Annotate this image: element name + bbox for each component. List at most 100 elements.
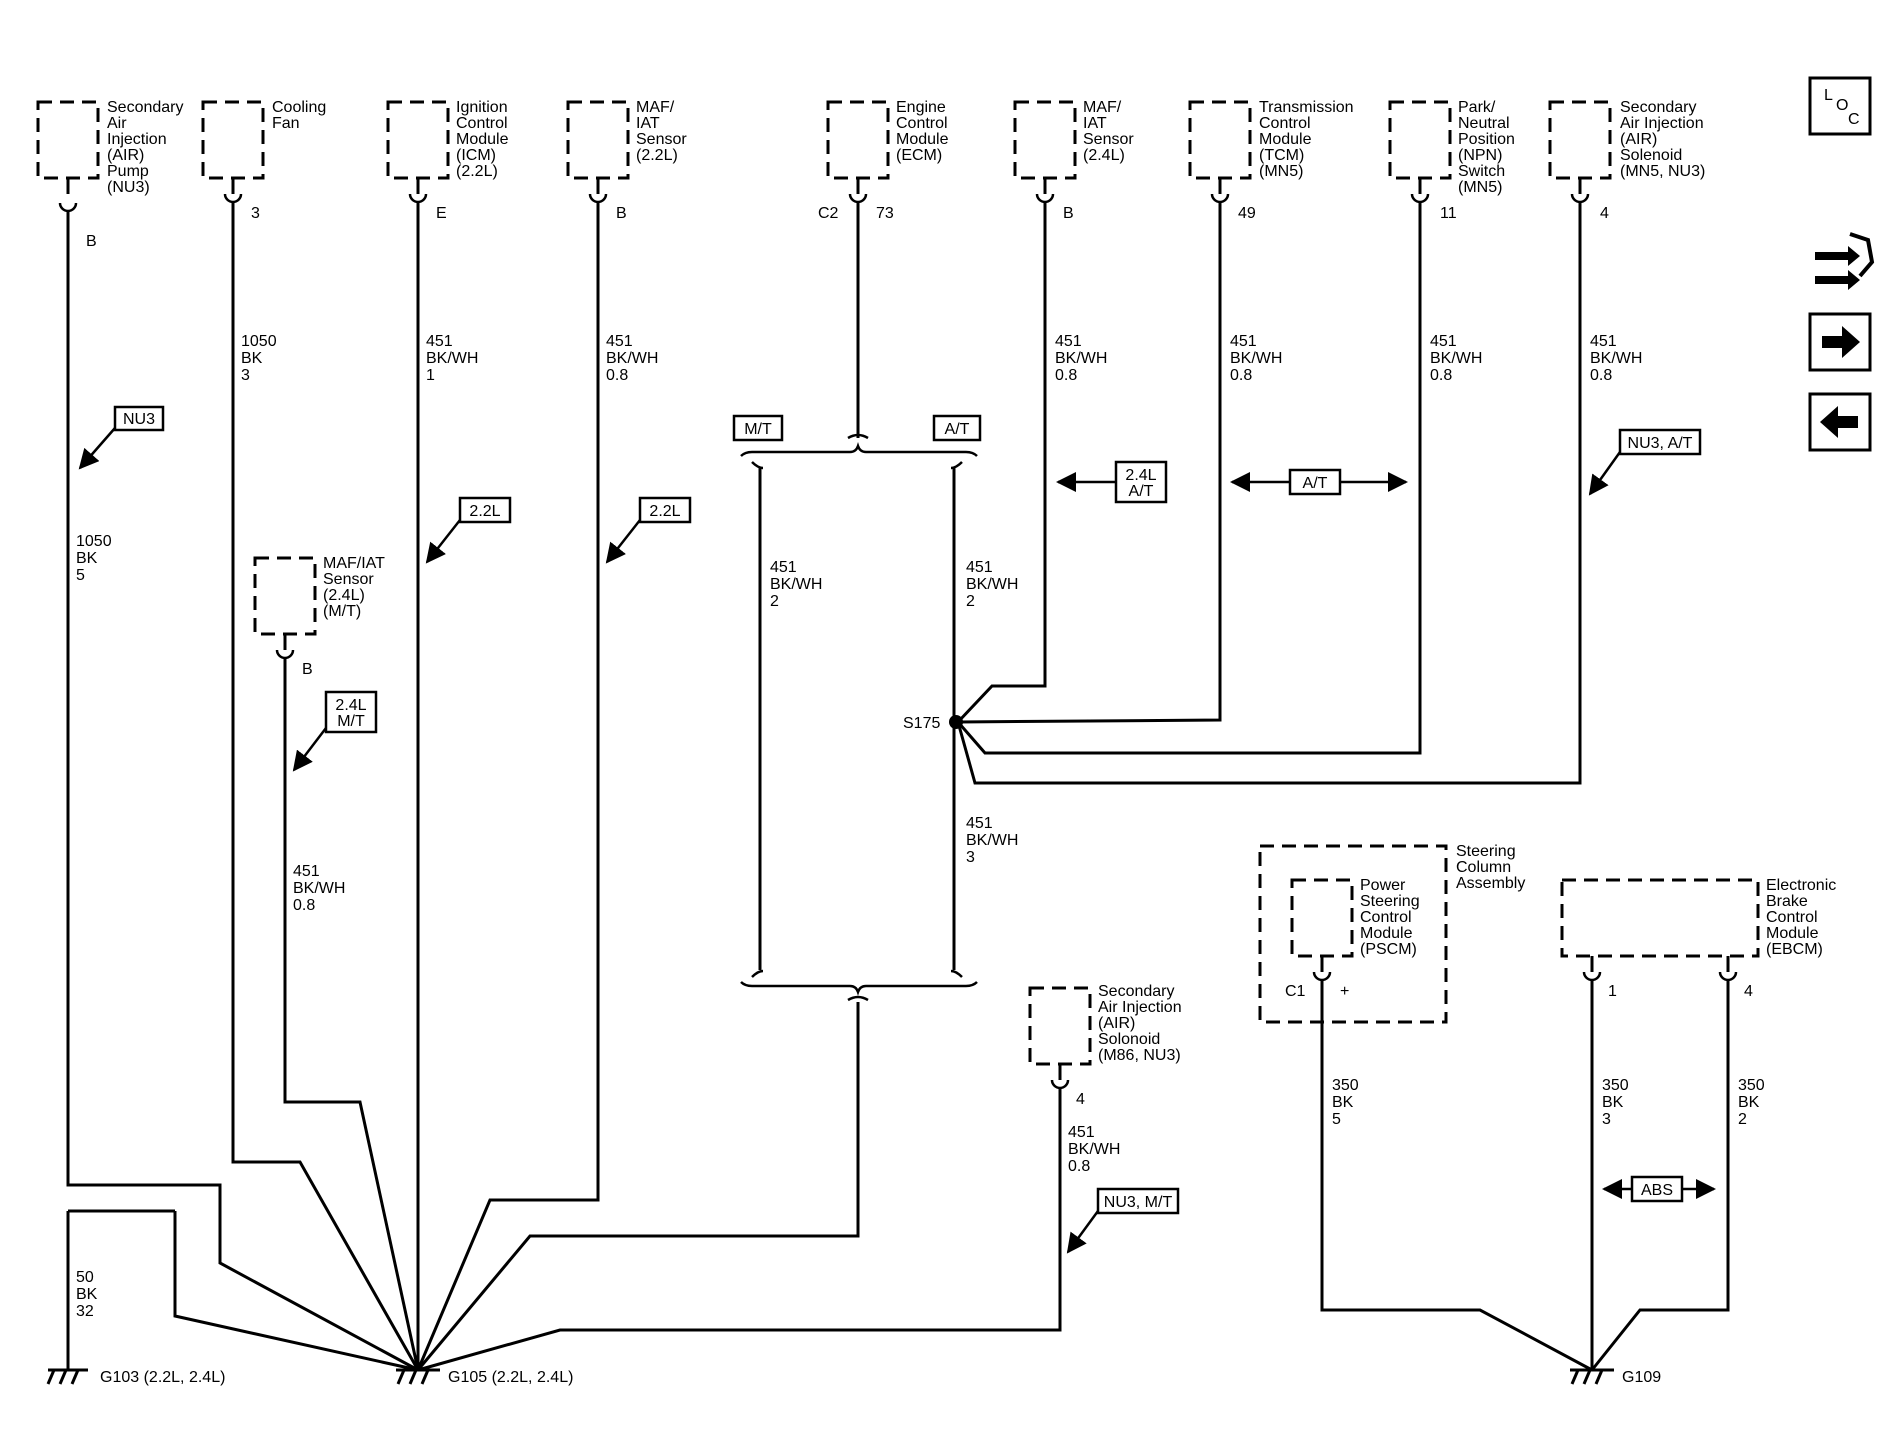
tag-mt: M/T	[732, 414, 784, 442]
wire-npn: 451 BK/WH 0.8	[956, 202, 1487, 755]
maf-24-label: MAF/ IAT Sensor (2.4L)	[1083, 99, 1138, 164]
svg-text:2.2L: 2.2L	[649, 503, 680, 520]
maf-24-component: MAF/ IAT Sensor (2.4L) B	[1013, 99, 1138, 222]
cooling-fan-label: Cooling Fan	[272, 99, 331, 132]
maf-22-pin: B	[616, 205, 627, 222]
svg-text:L: L	[1824, 87, 1833, 104]
tag-abs: ABS	[1602, 1175, 1716, 1203]
npn-component: Park/ Neutral Position (NPN) Switch (MN5…	[1388, 99, 1519, 222]
steering-column-label: Steering Column Assembly	[1456, 843, 1525, 892]
wire-maf-24-label: 451 BK/WH 0.8	[1055, 333, 1112, 384]
tag-nu3: NU3	[78, 405, 165, 470]
air-solenoid-m86-label: Secondary Air Injection (AIR) Solonoid (…	[1098, 983, 1186, 1064]
air-solenoid-m86-pin: 4	[1076, 1091, 1085, 1108]
wire-air-solenoid-m86-label: 451 BK/WH 0.8	[1068, 1124, 1125, 1175]
maf-22-label: MAF/ IAT Sensor (2.2L)	[636, 99, 691, 164]
ground-g105-label: G105 (2.2L, 2.4L)	[448, 1369, 573, 1386]
ground-g105: G105 (2.2L, 2.4L)	[396, 1368, 573, 1386]
arrow-right-icon[interactable]	[1808, 312, 1872, 372]
wire-ecm: 451 BK/WH 2 451 BK/WH 2 451 BK/WH 3	[416, 202, 1023, 1371]
wire-g103-label: 50 BK 32	[76, 1269, 102, 1320]
wire-ebcm-4-label: 350 BK 2	[1738, 1077, 1769, 1128]
air-solenoid-mn5-label: Secondary Air Injection (AIR) Solenoid (…	[1620, 99, 1708, 180]
tag-tcm-at: A/T	[1230, 468, 1408, 496]
arrow-left-icon[interactable]	[1808, 392, 1872, 452]
icm-label: Ignition Control Module (ICM) (2.2L)	[456, 99, 513, 180]
wire-pscm: 350 BK 5	[1320, 980, 1593, 1372]
wire-maf-mt: 451 BK/WH 0.8	[283, 658, 420, 1371]
maf-22-component: MAF/ IAT Sensor (2.2L) B	[566, 99, 691, 222]
svg-text:A/T: A/T	[1303, 475, 1328, 492]
tag-maf-24-at: 2.4L A/T	[1056, 460, 1168, 504]
wire-air-solenoid-mn5: 451 BK/WH 0.8	[956, 202, 1642, 785]
tcm-pin: 49	[1238, 205, 1256, 222]
air-solenoid-m86-component: Secondary Air Injection (AIR) Solonoid (…	[1028, 983, 1186, 1108]
ebcm-pin-1: 1	[1608, 983, 1617, 1000]
ground-g103: G103 (2.2L, 2.4L)	[46, 1368, 225, 1386]
air-solenoid-mn5-pin: 4	[1600, 205, 1609, 222]
wire-maf-mt-label: 451 BK/WH 0.8	[293, 863, 350, 914]
pscm-connector: C1	[1285, 983, 1306, 1000]
pscm-label: Power Steering Control Module (PSCM)	[1360, 877, 1424, 958]
pscm-pin: +	[1340, 983, 1349, 1000]
maf-mt-label: MAF/IAT Sensor (2.4L) (M/T)	[323, 555, 389, 620]
air-pump-pin: B	[86, 233, 97, 250]
tag-nu3-mt: NU3, M/T	[1066, 1187, 1180, 1254]
tcm-label: Transmission Control Module (TCM) (MN5)	[1259, 99, 1358, 180]
tag-maf-22: 2.2L	[605, 496, 692, 564]
icm-component: Ignition Control Module (ICM) (2.2L) E	[386, 99, 513, 222]
ecm-connector: C2	[818, 205, 839, 222]
tcm-component: Transmission Control Module (TCM) (MN5) …	[1188, 99, 1358, 222]
wire-maf-24: 451 BK/WH 0.8	[956, 202, 1112, 724]
svg-text:ABS: ABS	[1641, 1182, 1673, 1199]
tag-nu3-at: NU3, A/T	[1588, 428, 1702, 496]
splice-s175: S175	[903, 715, 963, 732]
wire-cooling-fan: 1050 BK 3	[231, 202, 420, 1371]
steering-column-component: Steering Column Assembly Power Steering …	[1258, 843, 1525, 1024]
maf-mt-component: MAF/IAT Sensor (2.4L) (M/T) B	[253, 555, 389, 678]
cooling-fan-pin: 3	[251, 205, 260, 222]
wire-ebcm-4: 350 BK 2	[1590, 980, 1769, 1371]
svg-text:NU3: NU3	[123, 411, 155, 428]
maf-24-pin: B	[1063, 205, 1074, 222]
wire-icm-label: 451 BK/WH 1	[426, 333, 483, 384]
svg-text:2.4L: 2.4L	[335, 697, 366, 714]
wire-maf-22: 451 BK/WH 0.8	[416, 202, 663, 1371]
wire-cooling-fan-label: 1050 BK 3	[241, 333, 281, 384]
svg-text:M/T: M/T	[744, 421, 772, 438]
icm-pin: E	[436, 205, 447, 222]
svg-text:NU3, M/T: NU3, M/T	[1104, 1194, 1173, 1211]
cooling-fan-component: Cooling Fan 3	[201, 99, 331, 222]
air-pump-label: Secondary Air Injection (AIR) Pump (NU3)	[107, 99, 188, 196]
svg-text:O: O	[1836, 97, 1848, 114]
ecm-pin: 73	[876, 205, 894, 222]
npn-pin: 11	[1440, 205, 1457, 222]
svg-text:M/T: M/T	[337, 713, 365, 730]
wire-pscm-label: 350 BK 5	[1332, 1077, 1363, 1128]
ecm-label: Engine Control Module (ECM)	[896, 99, 953, 164]
wire-npn-label: 451 BK/WH 0.8	[1430, 333, 1487, 384]
npn-label: Park/ Neutral Position (NPN) Switch (MN5…	[1458, 99, 1519, 196]
tag-at: A/T	[932, 414, 982, 442]
wire-at-branch-label: 451 BK/WH 2	[966, 559, 1023, 610]
air-pump-component: Secondary Air Injection (AIR) Pump (NU3)…	[36, 99, 188, 250]
svg-text:2.4L: 2.4L	[1125, 467, 1156, 484]
wire-ebcm-1-label: 350 BK 3	[1602, 1077, 1633, 1128]
ground-g109-label: G109	[1622, 1369, 1661, 1386]
wire-g103: 50 BK 32	[66, 1209, 419, 1372]
ecm-component: Engine Control Module (ECM) C2 73	[818, 99, 953, 222]
wire-s175-out-label: 451 BK/WH 3	[966, 815, 1023, 866]
tag-icm-22: 2.2L	[425, 496, 512, 564]
wire-air-solenoid-m86: 451 BK/WH 0.8	[417, 1088, 1125, 1372]
svg-text:C: C	[1848, 111, 1860, 128]
tag-maf-mt-24: 2.4L M/T	[292, 690, 378, 772]
svg-text:2.2L: 2.2L	[469, 503, 500, 520]
wire-tcm-label: 451 BK/WH 0.8	[1230, 333, 1287, 384]
location-button[interactable]: L O C	[1808, 76, 1872, 136]
wire-icm: 451 BK/WH 1	[416, 202, 483, 1370]
ebcm-label: Electronic Brake Control Module (EBCM)	[1766, 877, 1841, 958]
harness-connector-icon[interactable]	[1815, 232, 1875, 290]
ground-g103-label: G103 (2.2L, 2.4L)	[100, 1369, 225, 1386]
wire-maf-22-label: 451 BK/WH 0.8	[606, 333, 663, 384]
